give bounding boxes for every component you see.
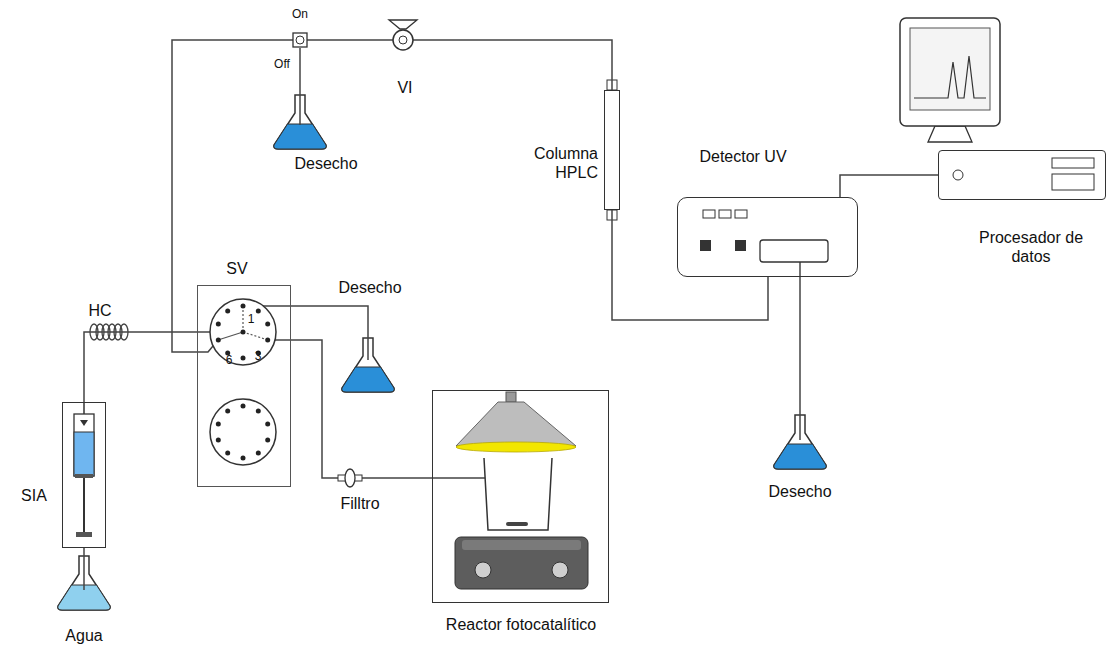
filter-label: Filltro [340, 494, 379, 513]
reactor-box: Reactor fotocatalítico [432, 390, 609, 603]
waste-label: Desecho [768, 482, 831, 501]
selection-valve-box: SV [197, 285, 291, 487]
tubing-connector [840, 175, 938, 197]
port-number: 6 [226, 353, 233, 367]
computer [900, 18, 1094, 190]
water-label: Agua [65, 626, 102, 645]
node-label: Detector UV [673, 147, 813, 166]
uv-detector: Detector UV [677, 197, 858, 277]
valve-name: VI [397, 78, 412, 97]
port-number: 3 [255, 349, 262, 363]
node-label: SIA [12, 486, 56, 505]
waste-label: Desecho [294, 154, 357, 173]
waste-tube [799, 262, 801, 440]
node-label: SV [215, 259, 259, 278]
valve-state: On [292, 7, 308, 21]
data-processor: Procesador de datos [938, 150, 1106, 200]
on-off-valve [293, 33, 307, 47]
filter [338, 469, 362, 487]
tubing-connector [84, 332, 197, 402]
injection-valve [389, 20, 417, 50]
photoreactor [455, 392, 588, 589]
hplc-column: Columna HPLC [604, 90, 620, 210]
tubing-connector [291, 340, 432, 478]
node-label: Reactor fotocatalítico [406, 615, 636, 634]
coil-name: HC [88, 301, 111, 320]
waste-tube [299, 48, 301, 125]
valve-state: Off [274, 57, 290, 71]
waste-label: Desecho [338, 278, 401, 297]
syringe-pump-box: SIA [62, 402, 106, 548]
selection-valve [210, 299, 276, 465]
water-tube [83, 548, 85, 590]
syringe [74, 402, 94, 537]
detector-panel [700, 210, 828, 262]
tubing [84, 48, 800, 590]
node-label: Columna HPLC [502, 144, 598, 182]
tubing-connector [612, 210, 768, 320]
tubing-connector [172, 40, 612, 352]
node-label: Procesador de datos [966, 228, 1096, 266]
port-number: 1 [248, 312, 255, 326]
